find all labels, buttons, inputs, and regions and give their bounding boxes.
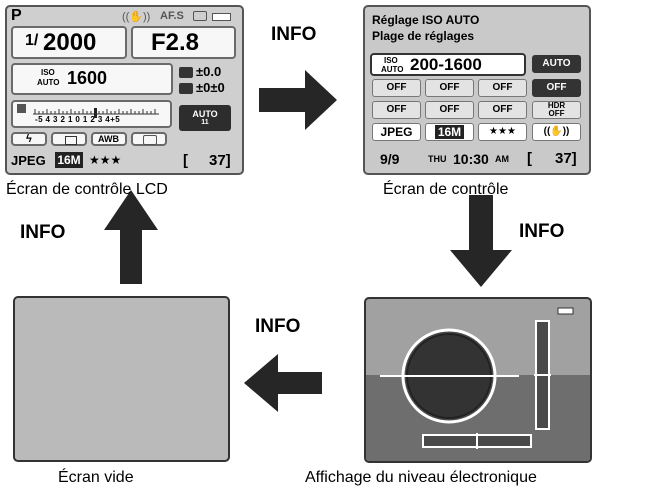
remaining-shots: 37]: [555, 150, 577, 167]
setting-cell-5[interactable]: OFF: [372, 101, 421, 119]
exposure-scale-numbers: -5 4 3 2 1 0 1 2 3 4+5: [35, 115, 121, 124]
image-size: 16M: [55, 152, 83, 168]
white-balance-box: AWB: [91, 132, 127, 146]
arrow-up: [104, 190, 158, 284]
setting-cell-1[interactable]: OFF: [372, 79, 421, 97]
blank-screen: [13, 296, 230, 462]
weekday: THU: [428, 154, 447, 164]
hdr-cell[interactable]: HDR OFF: [532, 101, 581, 119]
lcd-control-screen: P ((✋)) AF.S 1/ 2000 F2.8 ISO AUTO 1600 …: [5, 5, 244, 175]
shake-reduction-icon: ((✋)): [122, 11, 151, 23]
level-graphic: [366, 307, 590, 461]
iso-value: 1600: [67, 68, 108, 88]
shake-reduction-cell[interactable]: ((✋)): [532, 123, 581, 141]
quality-cell[interactable]: ★★★: [478, 123, 527, 141]
custom-image-icon: [143, 135, 157, 145]
wb-adjust-icon: [179, 83, 193, 94]
info-label-left: INFO: [20, 222, 66, 243]
info-label-bottom: INFO: [255, 316, 301, 337]
page-indicator: 9/9: [380, 151, 400, 167]
format-cell[interactable]: JPEG: [372, 123, 421, 141]
flash-compensation: ±0.0: [196, 64, 222, 79]
white-balance: AWB: [98, 134, 119, 144]
wb-compensation: ±0±0: [196, 80, 225, 95]
setting-cell-2[interactable]: OFF: [425, 79, 474, 97]
caption-blank-screen: Écran vide: [58, 469, 134, 486]
auto-scene-box: AUTO 11: [179, 105, 231, 131]
custom-image-box: [131, 132, 167, 146]
shutter-speed-box: 1/ 2000: [11, 26, 127, 59]
caption-lcd-screen: Écran de contrôle LCD: [6, 181, 168, 198]
control-title-line2: Plage de réglages: [372, 29, 475, 43]
info-label-top: INFO: [271, 24, 317, 45]
exposure-scale-ticks: [33, 108, 159, 118]
scale-indicator: [94, 108, 97, 118]
battery-icon: [212, 13, 231, 21]
aperture-box: F2.8: [131, 26, 236, 59]
size-cell[interactable]: 16M: [425, 123, 474, 141]
setting-cell-3[interactable]: OFF: [478, 79, 527, 97]
file-format: JPEG: [11, 153, 46, 168]
exposure-mode: P: [11, 7, 22, 24]
iso-range-cell[interactable]: ISO AUTO 200-1600: [370, 53, 526, 76]
arrow-down: [450, 195, 512, 287]
shake-reduction-icon: ((✋)): [543, 126, 570, 137]
auto-iso-cell[interactable]: AUTO: [532, 55, 581, 73]
shutter-speed: 2000: [43, 29, 97, 56]
control-title-line1: Réglage ISO AUTO: [372, 13, 480, 27]
electronic-level-screen: [364, 297, 592, 463]
single-frame-icon: [65, 136, 77, 145]
setting-cell-6[interactable]: OFF: [425, 101, 474, 119]
control-screen: Réglage ISO AUTO Plage de réglages ISO A…: [363, 5, 591, 175]
aperture-value: F2.8: [151, 29, 200, 56]
flash-mode-box: ϟ: [11, 132, 47, 146]
setting-cell-4[interactable]: OFF: [532, 79, 581, 97]
iso-box: ISO AUTO 1600: [11, 63, 173, 95]
flash-comp-icon: [179, 67, 193, 78]
exposure-scale-box: -5 4 3 2 1 0 1 2 3 4+5: [11, 100, 172, 128]
info-label-right: INFO: [519, 221, 565, 242]
clock-time: 10:30: [453, 151, 489, 167]
setting-cell-7[interactable]: OFF: [478, 101, 527, 119]
remaining-shots: 37]: [209, 152, 231, 169]
drive-mode-box: [51, 132, 87, 146]
iso-range: 200-1600: [410, 55, 482, 74]
arrow-left: [244, 354, 322, 412]
af-mode: AF.S: [160, 10, 184, 22]
exposure-comp-icon: [17, 104, 26, 113]
image-quality: ★★★: [89, 153, 122, 167]
caption-level-screen: Affichage du niveau électronique: [305, 469, 537, 486]
metering-icon: [193, 11, 207, 21]
caption-control-screen: Écran de contrôle: [383, 181, 509, 198]
arrow-right: [259, 70, 337, 130]
flash-icon: ϟ: [26, 133, 32, 145]
